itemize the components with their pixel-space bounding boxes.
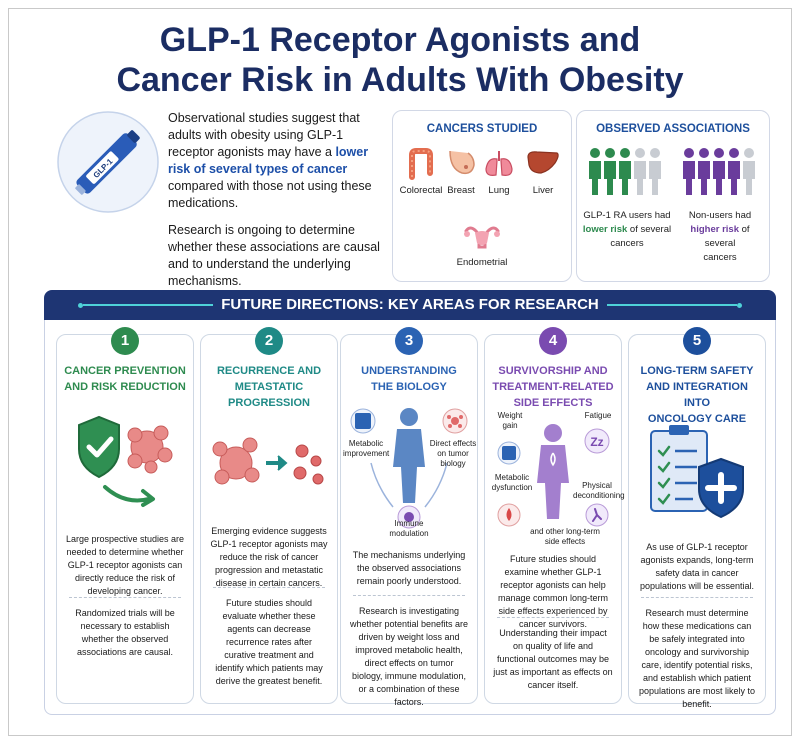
column-text-2: Research is investigating whether potent… bbox=[349, 606, 469, 707]
label-weight-gain: Weight gain bbox=[497, 411, 523, 430]
person-icon bbox=[634, 148, 646, 195]
column-text-2: Randomized trials will be necessary to e… bbox=[75, 608, 175, 657]
person-icon bbox=[619, 148, 631, 195]
label-fatigue: Fatigue bbox=[584, 411, 612, 420]
intro-text: Observational studies suggest that adult… bbox=[168, 110, 390, 300]
future-directions-banner: FUTURE DIRECTIONS: KEY AREAS FOR RESEARC… bbox=[44, 290, 776, 320]
column-text-1: Future studies should examine whether GL… bbox=[497, 554, 609, 629]
person-icon bbox=[713, 148, 725, 195]
column-text-2: Future studies should evaluate whether t… bbox=[215, 598, 323, 686]
column-text-2: Understanding their impact on quality of… bbox=[493, 628, 613, 690]
column-text-1: Emerging evidence suggests GLP-1 recepto… bbox=[210, 526, 328, 588]
person-icon bbox=[743, 148, 755, 195]
number-badge: 3 bbox=[395, 327, 423, 355]
survivorship-diagram: Zz bbox=[497, 424, 610, 527]
clipboard-shield-icon bbox=[650, 425, 744, 519]
breast-item: Breast bbox=[441, 147, 481, 196]
label-direct: Direct effects on tumor biology bbox=[429, 439, 477, 468]
intro-paragraph-2: Research is ongoing to determine whether… bbox=[168, 223, 380, 288]
intro-paragraph-1: Observational studies suggest that adult… bbox=[168, 111, 372, 210]
column-text-1: The mechanisms underlying the observed a… bbox=[352, 550, 466, 586]
shield-check-icon bbox=[78, 415, 173, 507]
observed-associations-panel: OBSERVED ASSOCIATIONS GLP-1 RA users had… bbox=[576, 110, 770, 282]
number-badge: 5 bbox=[683, 327, 711, 355]
cancers-studied-panel: CANCERS STUDIED Colorectal Breast Lung L… bbox=[392, 110, 572, 282]
number-badge: 1 bbox=[111, 327, 139, 355]
colon-icon bbox=[409, 148, 433, 180]
colorectal-item: Colorectal bbox=[399, 147, 443, 196]
person-icon bbox=[698, 148, 710, 195]
label-immune: Immune modulation bbox=[389, 519, 429, 538]
column-text-2: Research must determine how these medica… bbox=[638, 608, 756, 709]
users-association: GLP-1 RA users had lower risk of several… bbox=[582, 210, 672, 249]
injection-pen-icon: GLP-1 bbox=[56, 110, 160, 214]
label-metabolic-dysfunction: Metabolic dysfunction bbox=[491, 473, 533, 492]
person-icon bbox=[683, 148, 695, 195]
label-other-effects: and other long-term side effects bbox=[530, 527, 600, 546]
person-icon bbox=[589, 148, 601, 195]
lung-icon bbox=[485, 151, 513, 176]
person-icon bbox=[728, 148, 740, 195]
number-badge: 2 bbox=[255, 327, 283, 355]
people-icons bbox=[589, 148, 755, 195]
endometrial-item: Endometrial bbox=[447, 223, 517, 268]
person-icon bbox=[604, 148, 616, 195]
liver-item: Liver bbox=[521, 147, 565, 196]
breast-icon bbox=[449, 150, 475, 175]
liver-icon bbox=[527, 151, 559, 174]
person-icon bbox=[649, 148, 661, 195]
future-directions-box bbox=[44, 318, 776, 715]
column-text-1: Large prospective studies are needed to … bbox=[65, 534, 185, 596]
number-badge: 4 bbox=[539, 327, 567, 355]
biology-diagram bbox=[350, 408, 468, 529]
metastasis-icon bbox=[212, 437, 324, 485]
label-metabolic: Metabolic improvement bbox=[343, 439, 390, 458]
page-title: GLP-1 Receptor Agonists and Cancer Risk … bbox=[116, 21, 684, 99]
uterus-icon bbox=[464, 226, 500, 249]
associations-panel-title: OBSERVED ASSOCIATIONS bbox=[596, 123, 750, 135]
cancers-panel-title: CANCERS STUDIED bbox=[426, 123, 538, 135]
nonusers-association: Non-users had higher risk of several can… bbox=[688, 210, 752, 263]
label-physical: Physical deconditioning bbox=[573, 481, 625, 500]
svg-text:Zz: Zz bbox=[590, 435, 603, 449]
column-text-1: As use of GLP-1 receptor agonists expand… bbox=[639, 542, 755, 591]
lung-item: Lung bbox=[479, 147, 519, 196]
